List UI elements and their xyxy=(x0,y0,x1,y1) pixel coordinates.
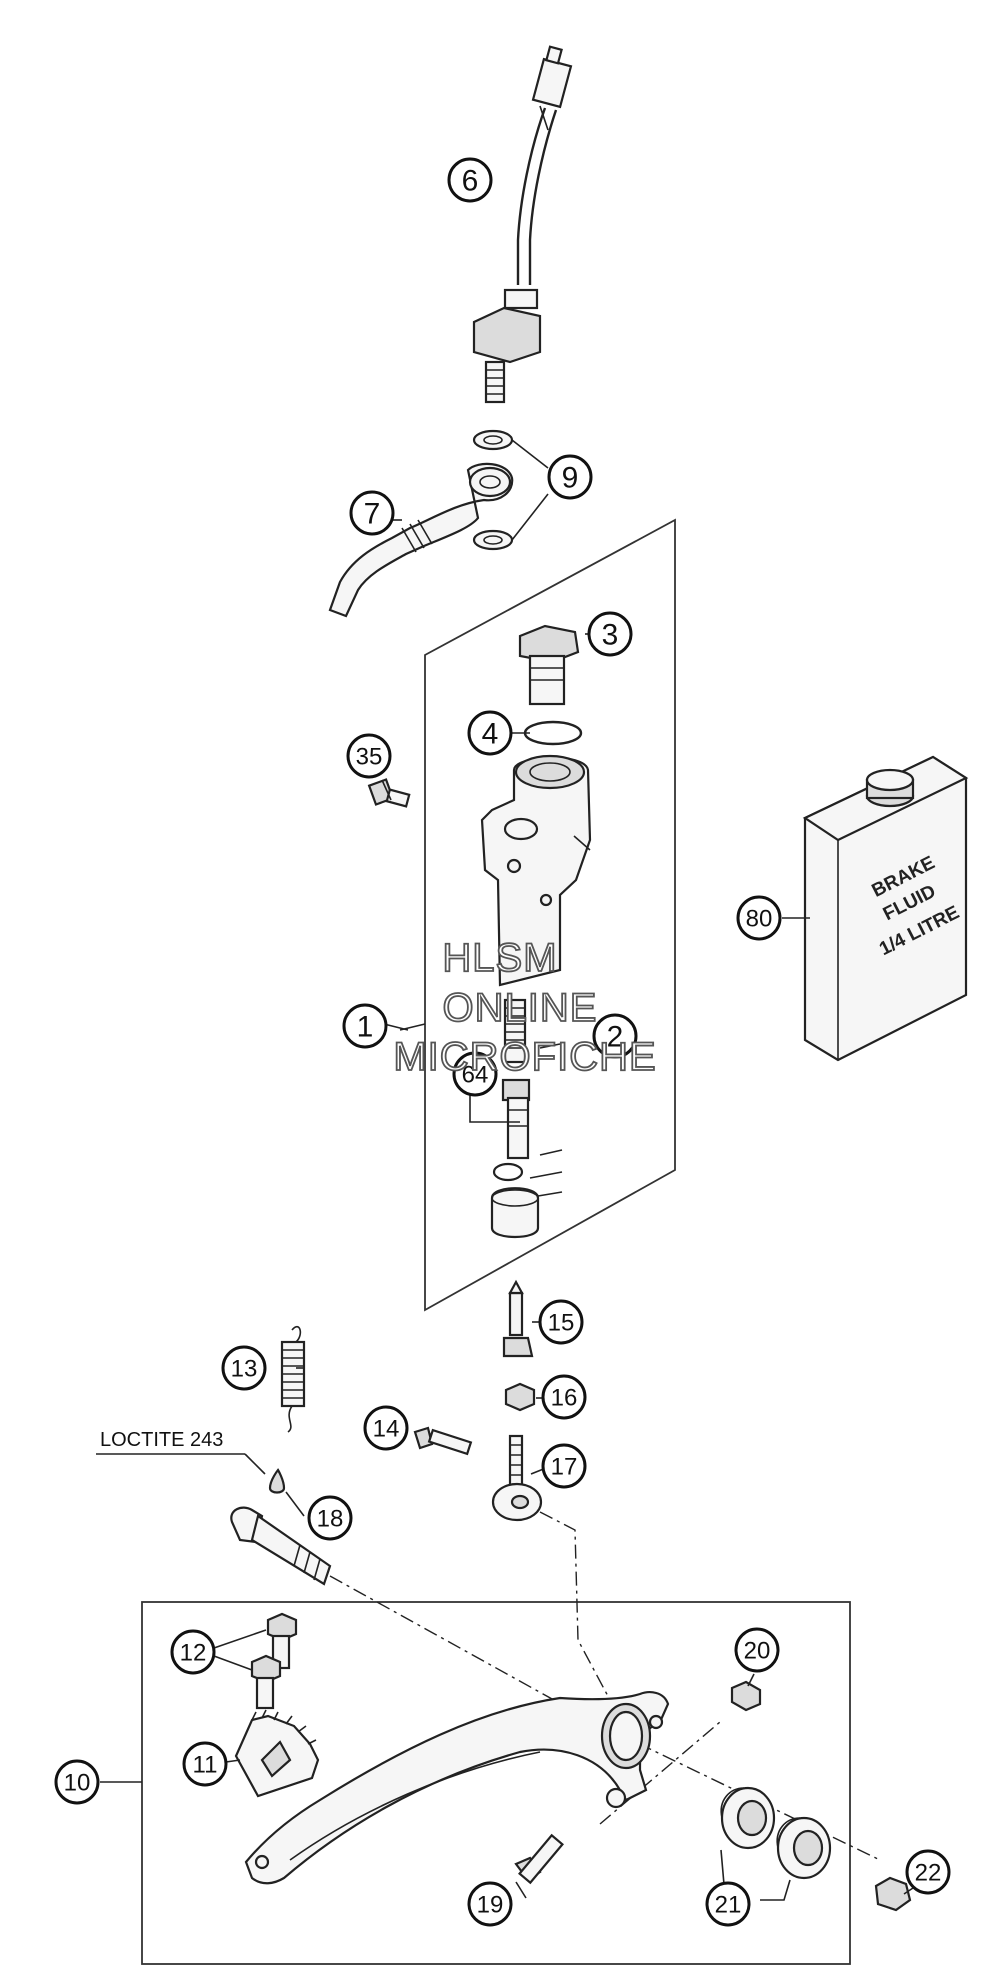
flange-nut-20 xyxy=(730,1680,762,1712)
pedal-step xyxy=(234,1709,320,1798)
callout-11: 11 xyxy=(182,1741,228,1787)
callout-18: 18 xyxy=(307,1495,353,1541)
watermark: HLSM ONLINE MICROFICHE xyxy=(392,935,656,1080)
callout-12: 12 xyxy=(170,1629,216,1675)
push-rod xyxy=(502,1279,534,1358)
return-spring xyxy=(280,1325,306,1433)
pivot-bolt xyxy=(230,1506,332,1586)
callout-6: 6 xyxy=(447,157,493,203)
callout-16: 16 xyxy=(541,1374,587,1420)
svg-text:64: 64 xyxy=(462,1062,489,1089)
svg-text:11: 11 xyxy=(193,1752,218,1779)
svg-text:4: 4 xyxy=(482,718,499,751)
svg-text:9: 9 xyxy=(562,462,579,495)
threadlock-drop xyxy=(268,1468,286,1494)
brake-pedal-group-frame xyxy=(141,1601,851,1965)
clevis xyxy=(491,1434,543,1522)
svg-text:19: 19 xyxy=(477,1892,504,1919)
bolt-14 xyxy=(413,1426,473,1456)
sealing-washer-bottom xyxy=(472,529,514,551)
svg-text:3: 3 xyxy=(602,619,619,652)
footrest-screws xyxy=(250,1612,298,1710)
callout-7: 7 xyxy=(349,490,395,536)
master-cylinder-kit-frame xyxy=(424,518,676,1312)
watermark-line2: ONLINE xyxy=(443,986,598,1030)
callout-13: 13 xyxy=(221,1345,267,1391)
callout-4: 4 xyxy=(467,710,513,756)
callout-22: 22 xyxy=(905,1849,951,1895)
svg-text:80: 80 xyxy=(746,906,773,933)
svg-text:7: 7 xyxy=(364,498,381,531)
svg-text:1: 1 xyxy=(357,1011,374,1044)
callout-35: 35 xyxy=(346,733,392,779)
svg-text:17: 17 xyxy=(551,1454,578,1481)
reservoir-cap xyxy=(518,624,580,706)
callout-3: 3 xyxy=(587,611,633,657)
brake-fluid-can: BRAKE FLUID 1/4 LITRE xyxy=(802,755,969,1062)
svg-text:18: 18 xyxy=(317,1506,344,1533)
assembly-axis-clevis xyxy=(539,1511,611,1701)
svg-text:2: 2 xyxy=(607,1021,624,1054)
master-cylinder-body xyxy=(480,754,592,987)
bolt-19 xyxy=(514,1833,564,1885)
callout-9: 9 xyxy=(547,454,593,500)
svg-text:22: 22 xyxy=(915,1860,942,1887)
svg-text:12: 12 xyxy=(180,1640,207,1667)
callout-19: 19 xyxy=(467,1881,513,1927)
mounting-screw xyxy=(367,778,411,808)
svg-text:20: 20 xyxy=(744,1638,771,1665)
callout-10: 10 xyxy=(54,1759,100,1805)
callout-1: 1 xyxy=(342,1003,388,1049)
svg-text:21: 21 xyxy=(715,1892,742,1919)
callout-21: 21 xyxy=(705,1881,751,1927)
o-ring xyxy=(523,720,583,746)
brake-pedal-lever xyxy=(244,1691,670,1885)
callout-80: 80 xyxy=(736,895,782,941)
piston-assembly xyxy=(490,998,540,1238)
watermark-line3: MICROFICHE xyxy=(393,1035,656,1079)
callout-17: 17 xyxy=(541,1443,587,1489)
callout-64: 64 xyxy=(452,1051,498,1097)
svg-text:13: 13 xyxy=(231,1356,258,1383)
svg-text:15: 15 xyxy=(548,1310,575,1337)
svg-text:6: 6 xyxy=(462,165,479,198)
svg-text:10: 10 xyxy=(64,1770,91,1797)
sealing-washer-top xyxy=(472,429,514,451)
callout-14: 14 xyxy=(363,1405,409,1451)
flange-nut-22 xyxy=(874,1876,912,1912)
loctite-label: LOCTITE 243 xyxy=(100,1429,223,1451)
lock-nut xyxy=(504,1382,536,1412)
bearings xyxy=(720,1786,832,1880)
callout-15: 15 xyxy=(538,1299,584,1345)
watermark-line1: HLSM xyxy=(442,936,557,980)
callout-2: 2 xyxy=(592,1013,638,1059)
svg-text:35: 35 xyxy=(356,744,383,771)
svg-text:16: 16 xyxy=(551,1385,578,1412)
brake-hose xyxy=(328,462,514,618)
svg-text:14: 14 xyxy=(373,1416,400,1443)
brake-light-switch xyxy=(472,45,573,404)
callout-20: 20 xyxy=(734,1627,780,1673)
